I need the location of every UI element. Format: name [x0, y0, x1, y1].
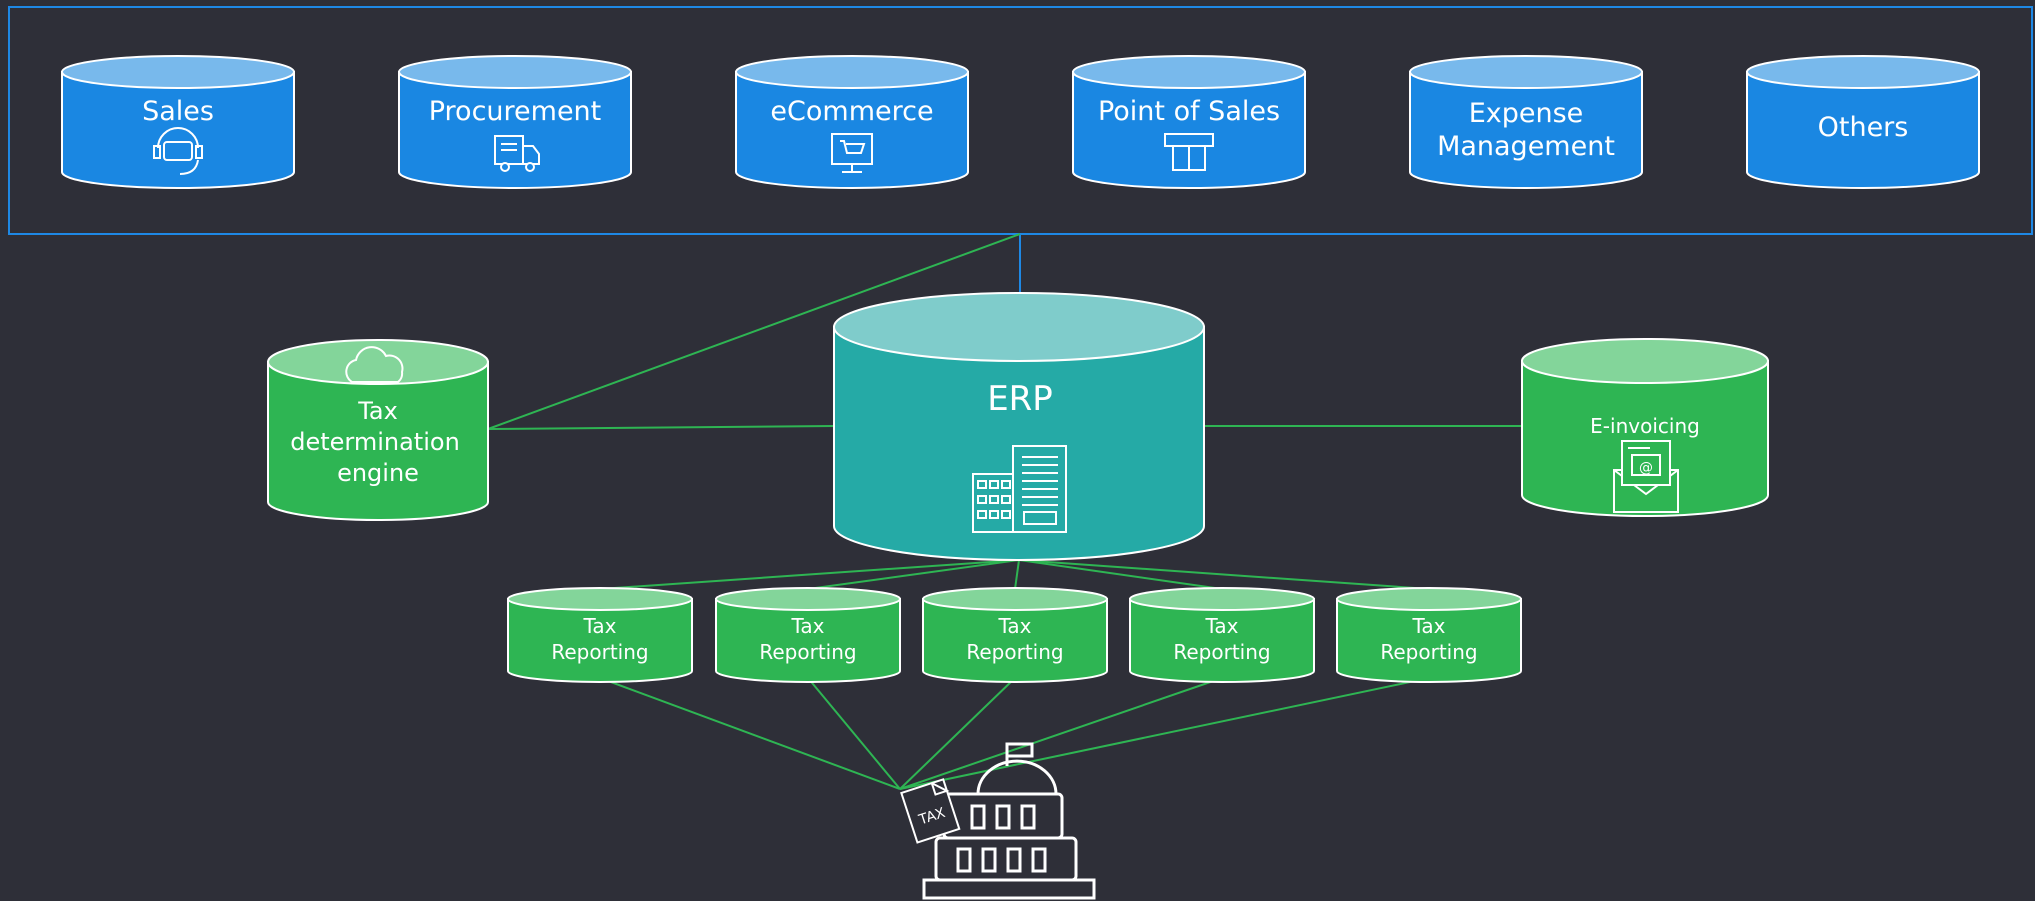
- source-label: Point of Sales: [1098, 96, 1280, 127]
- tax-engine-to-erp-edge: [487, 425, 835, 430]
- tax-reporting-nodes: TaxReportingTaxReportingTaxReportingTaxR…: [507, 587, 1522, 683]
- einvoicing-node[interactable]: E-invoicing @: [1521, 338, 1769, 517]
- erp-to-reporting-edge: [1018, 559, 1223, 590]
- truck-icon: [494, 135, 540, 172]
- source-system-5[interactable]: Others: [1746, 55, 1980, 189]
- erp-label: ERP: [987, 379, 1053, 419]
- erp-to-reporting-edges: [599, 559, 1430, 590]
- card-terminal-icon: [1164, 133, 1214, 171]
- svg-text:@: @: [1639, 460, 1653, 476]
- frame-to-tax-engine-edge: [487, 233, 1021, 430]
- government-building-icon: [922, 742, 1096, 900]
- tax-engine-label-line-2: determination: [290, 428, 460, 456]
- tax-engine-node[interactable]: Tax determination engine: [267, 339, 489, 521]
- source-label: Management: [1437, 131, 1615, 162]
- source-system-2[interactable]: eCommerce: [735, 55, 969, 189]
- tax-reporting-label: Reporting: [966, 640, 1063, 664]
- reporting-to-authority-edge: [807, 677, 901, 790]
- buildings-icon: [972, 445, 1067, 533]
- tax-engine-label-line-3: engine: [337, 459, 419, 487]
- reporting-to-authority-edge: [899, 677, 1223, 790]
- erp-to-reporting-edge: [1014, 559, 1020, 590]
- source-label: Sales: [142, 96, 214, 127]
- tax-reporting-label: Tax: [791, 614, 825, 638]
- shopping-cart-monitor-icon: [831, 133, 873, 173]
- tax-reporting-label: Tax: [1205, 614, 1239, 638]
- tax-engine-label-line-1: Tax: [357, 397, 398, 425]
- source-system-0[interactable]: Sales: [61, 55, 295, 189]
- tax-reporting-label: Reporting: [1173, 640, 1270, 664]
- reporting-to-authority-edge: [899, 677, 1016, 790]
- headset-icon: [153, 127, 203, 175]
- source-label: Procurement: [429, 96, 602, 127]
- source-label: Expense: [1469, 98, 1584, 129]
- tax-reporting-label: Tax: [583, 614, 617, 638]
- tax-reporting-label: Reporting: [759, 640, 856, 664]
- source-label: Others: [1818, 112, 1909, 143]
- erp-node[interactable]: ERP: [833, 292, 1205, 561]
- email-invoice-icon: @: [1613, 440, 1679, 513]
- tax-reporting-label: Tax: [998, 614, 1032, 638]
- erp-to-reporting-edge: [599, 559, 1020, 590]
- source-label: eCommerce: [770, 96, 933, 127]
- tax-document-icon: TAX: [900, 778, 961, 844]
- tax-reporting-label: Tax: [1412, 614, 1446, 638]
- erp-to-reporting-edge: [1018, 559, 1430, 590]
- source-system-3[interactable]: Point of Sales: [1072, 55, 1306, 189]
- einvoicing-label: E-invoicing: [1590, 414, 1700, 438]
- reporting-to-authority-edge: [599, 677, 901, 790]
- source-systems: Sales Procurement eCommerce Point of Sales E…: [61, 55, 1980, 189]
- tax-reporting-label: Reporting: [551, 640, 648, 664]
- erp-to-reporting-edge: [807, 559, 1020, 590]
- source-system-1[interactable]: Procurement: [398, 55, 632, 189]
- cloud-icon: [345, 346, 404, 383]
- tax-reporting-label: Reporting: [1380, 640, 1477, 664]
